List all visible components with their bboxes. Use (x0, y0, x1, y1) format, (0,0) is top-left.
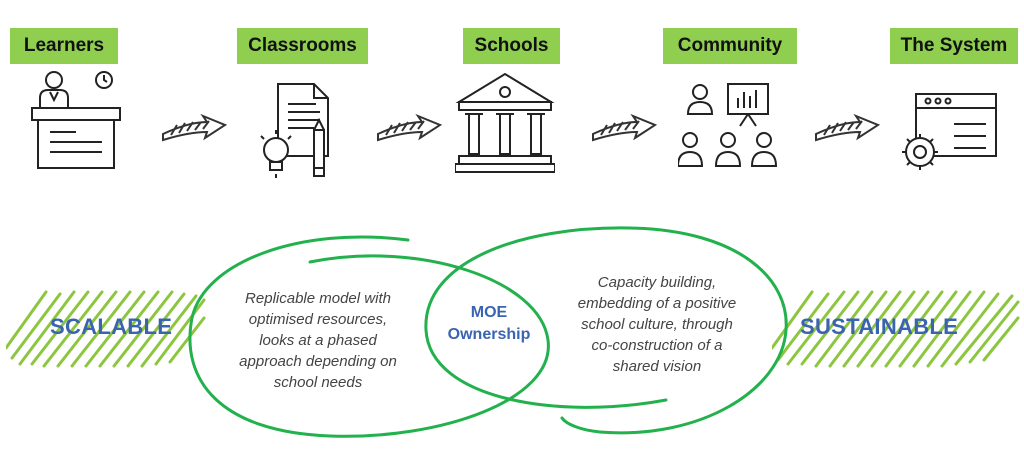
brush-arrow-icon (815, 113, 881, 142)
school-building-icon (455, 72, 555, 173)
system-gear-window-icon (902, 93, 997, 170)
right-description-line: co-construction of a (591, 337, 723, 354)
brush-arrow-icon (592, 113, 658, 142)
sustainable-label: SUSTAINABLE (800, 314, 959, 339)
center-line-1: MOE (470, 304, 508, 321)
stage-label-schools: Schools (463, 28, 560, 64)
stage-label-classrooms: Classrooms (237, 28, 368, 64)
learner-desk-icon (31, 71, 121, 169)
community-presentation-icon (678, 83, 778, 167)
scalable-label: SCALABLE (50, 314, 173, 339)
left-venn-circle (188, 235, 550, 438)
brush-arrow-icon (162, 113, 228, 142)
left-description: Replicable model with optimised resource… (218, 288, 418, 393)
scalable-hatch-background (6, 290, 206, 368)
brush-arrow-icon (377, 113, 443, 142)
right-description-line: Capacity building, (597, 274, 717, 291)
right-description-line: embedding of a positive (577, 295, 737, 312)
sustainable-hatch-background (772, 290, 1020, 368)
left-description-line: optimised resources, (248, 311, 388, 328)
classroom-lightbulb-icon (260, 83, 329, 178)
right-description-line: shared vision (612, 358, 702, 375)
left-description-line: looks at a phased (259, 332, 377, 349)
stage-label-learners: Learners (10, 28, 118, 64)
right-description-line: school culture, through (581, 316, 733, 333)
left-description-line: Replicable model with (245, 290, 391, 307)
stage-label-the-system: The System (890, 28, 1018, 64)
right-venn-circle (424, 226, 788, 435)
center-line-2: Ownership (447, 326, 531, 343)
stage-label-community: Community (663, 28, 797, 64)
right-description: Capacity building, embedding of a positi… (552, 272, 762, 377)
moe-ownership-label: MOE Ownership (424, 302, 554, 346)
left-description-line: approach depending on (239, 353, 397, 370)
left-description-line: school needs (273, 374, 363, 391)
